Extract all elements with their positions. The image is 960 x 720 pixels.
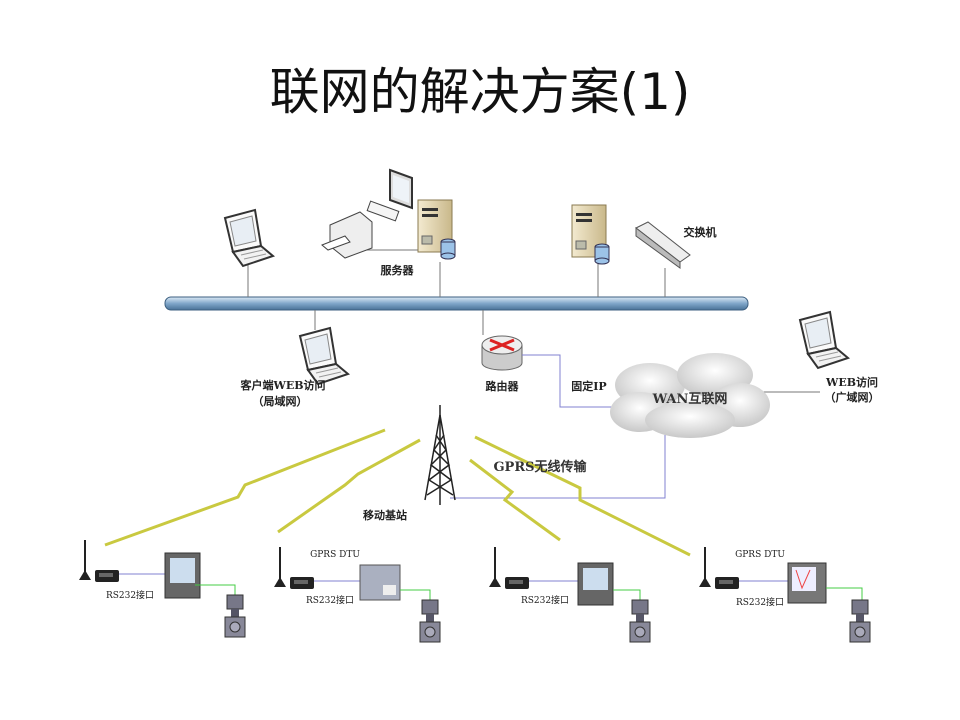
- rs232-label: RS232接口: [106, 589, 154, 601]
- router-label: 路由器: [486, 379, 520, 393]
- switch-label: 交换机: [684, 225, 717, 239]
- laptop-icon: [299, 327, 349, 385]
- field-unit-3: RS232接口: [488, 546, 651, 643]
- web-access-label: WEB访问: [825, 375, 878, 389]
- lan-label: （局域网）: [253, 394, 308, 408]
- bus-drop-lines: [247, 249, 666, 335]
- base-station-label: 移动基站: [363, 508, 407, 522]
- laptop-icon: [224, 209, 274, 267]
- rs232-label: RS232接口: [736, 596, 784, 608]
- switch-icon: [635, 221, 691, 269]
- wan-label: WAN互联网: [652, 392, 728, 407]
- gprs-dtu-icon: [273, 546, 315, 590]
- field-unit-2: GPRS DTU RS232接口: [273, 546, 441, 643]
- server-icon: [571, 204, 610, 265]
- gprs-dtu-icon: [488, 546, 530, 590]
- slide-title: 联网的解决方案(1): [269, 63, 691, 121]
- gprs-wireless-label: GPRS无线传输: [493, 459, 587, 475]
- field-unit-4: GPRS DTU RS232接口: [698, 546, 871, 643]
- gprs-dtu-icon: [78, 539, 120, 583]
- monitor-icon: [366, 168, 413, 222]
- printer-icon: [321, 211, 373, 259]
- router-wan-link: [522, 354, 620, 408]
- gprs-dtu-label: GPRS DTU: [310, 550, 360, 560]
- plc-icon: [359, 564, 401, 601]
- router-icon: [481, 335, 523, 371]
- lan-bus: [164, 296, 749, 311]
- wide-area-label: （广域网）: [825, 390, 880, 404]
- server-label: 服务器: [381, 263, 415, 277]
- transmitter-icon: [629, 599, 651, 643]
- client-web-label: 客户端WEB访问: [239, 378, 325, 392]
- base-station-tower-icon: [424, 405, 456, 505]
- field-unit-1: RS232接口: [78, 539, 246, 638]
- wireless-links: [104, 428, 691, 557]
- transmitter-icon: [849, 599, 871, 643]
- wan-cloud-icon: [610, 353, 770, 438]
- gprs-dtu-label: GPRS DTU: [735, 550, 785, 560]
- wan-tower-link: [450, 435, 666, 499]
- gprs-dtu-icon: [698, 546, 740, 590]
- rs232-label: RS232接口: [521, 594, 569, 606]
- server-icon: [417, 199, 456, 260]
- transmitter-icon: [419, 599, 441, 643]
- fixed-ip-label: 固定IP: [571, 379, 606, 393]
- rs232-label: RS232接口: [306, 594, 354, 606]
- transmitter-icon: [224, 594, 246, 638]
- laptop-icon: [799, 311, 849, 369]
